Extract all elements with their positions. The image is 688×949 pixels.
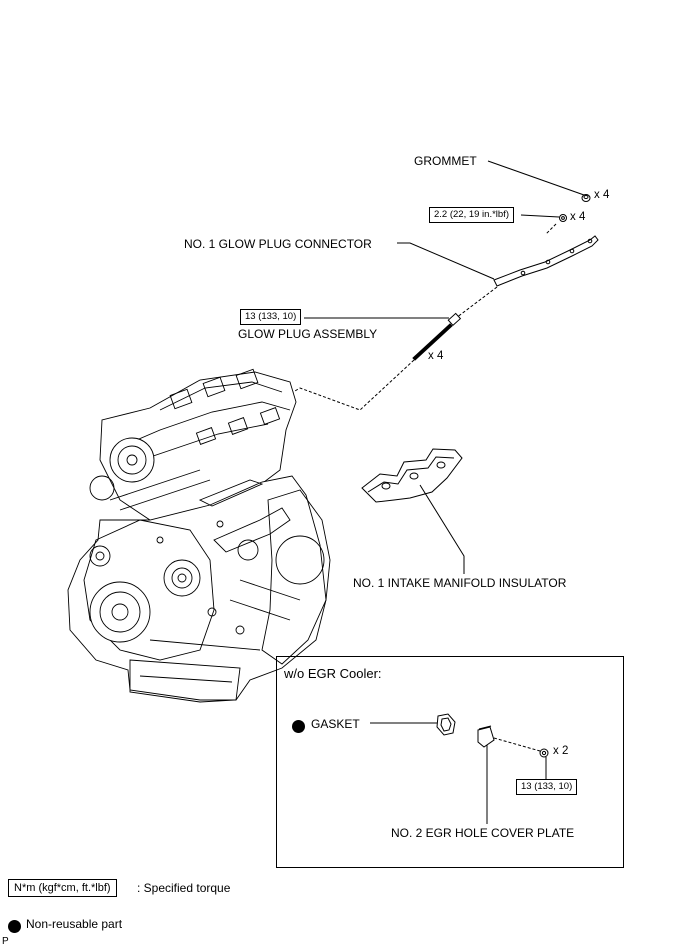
connector-dashed-line	[455, 286, 498, 319]
nonreusable-mark-icon	[292, 720, 305, 733]
glow-plug-quantity: x 4	[428, 350, 444, 362]
egr-cover-plate-part	[477, 725, 495, 748]
insulator-leader	[419, 484, 465, 574]
egr-hole-cover-plate-label: NO. 2 EGR HOLE COVER PLATE	[391, 826, 575, 840]
intake-manifold-insulator-label: NO. 1 INTAKE MANIFOLD INSULATOR	[353, 576, 567, 590]
inset-title: w/o EGR Cooler:	[284, 666, 382, 681]
egr-inset-box	[276, 656, 624, 868]
glow-plug-connector-part	[493, 235, 599, 287]
legend-torque-box: N*m (kgf*cm, ft.*lbf)	[8, 879, 117, 897]
legend-nonreusable-desc: Non-reusable part	[26, 917, 123, 931]
engine-block	[67, 368, 331, 703]
glow-plug-part	[412, 312, 462, 361]
egr-bolt-part	[539, 748, 549, 758]
intake-manifold-insulator-part	[361, 448, 463, 503]
egr-bolt-quantity: x 2	[553, 745, 569, 757]
bolt-dashed-line	[493, 737, 541, 752]
nut-part	[559, 214, 567, 222]
glow-plug-dashed-line	[261, 359, 415, 411]
grommet-label: GROMMET	[414, 154, 477, 168]
nut-torque-leader	[520, 214, 560, 218]
grommet-quantity: x 4	[594, 189, 610, 201]
egr-bolt-torque-box: 13 (133, 10)	[516, 779, 578, 795]
grommet-part	[581, 194, 591, 202]
nut-dashed-line	[545, 223, 557, 235]
glow-plug-connector-label: NO. 1 GLOW PLUG CONNECTOR	[184, 237, 372, 251]
gasket-part	[436, 713, 456, 736]
glow-plug-assembly-label: GLOW PLUG ASSEMBLY	[238, 327, 378, 341]
nut-quantity: x 4	[570, 211, 586, 223]
corner-mark: P	[2, 936, 9, 947]
nut-torque-box: 2.2 (22, 19 in.*lbf)	[429, 207, 514, 223]
connector-leader	[397, 242, 495, 280]
glow-plug-torque-box: 13 (133, 10)	[240, 309, 302, 325]
legend-torque-desc: : Specified torque	[137, 881, 231, 895]
gasket-label: GASKET	[311, 717, 360, 731]
grommet-leader	[487, 160, 585, 196]
legend-nonreusable-icon	[8, 920, 21, 933]
